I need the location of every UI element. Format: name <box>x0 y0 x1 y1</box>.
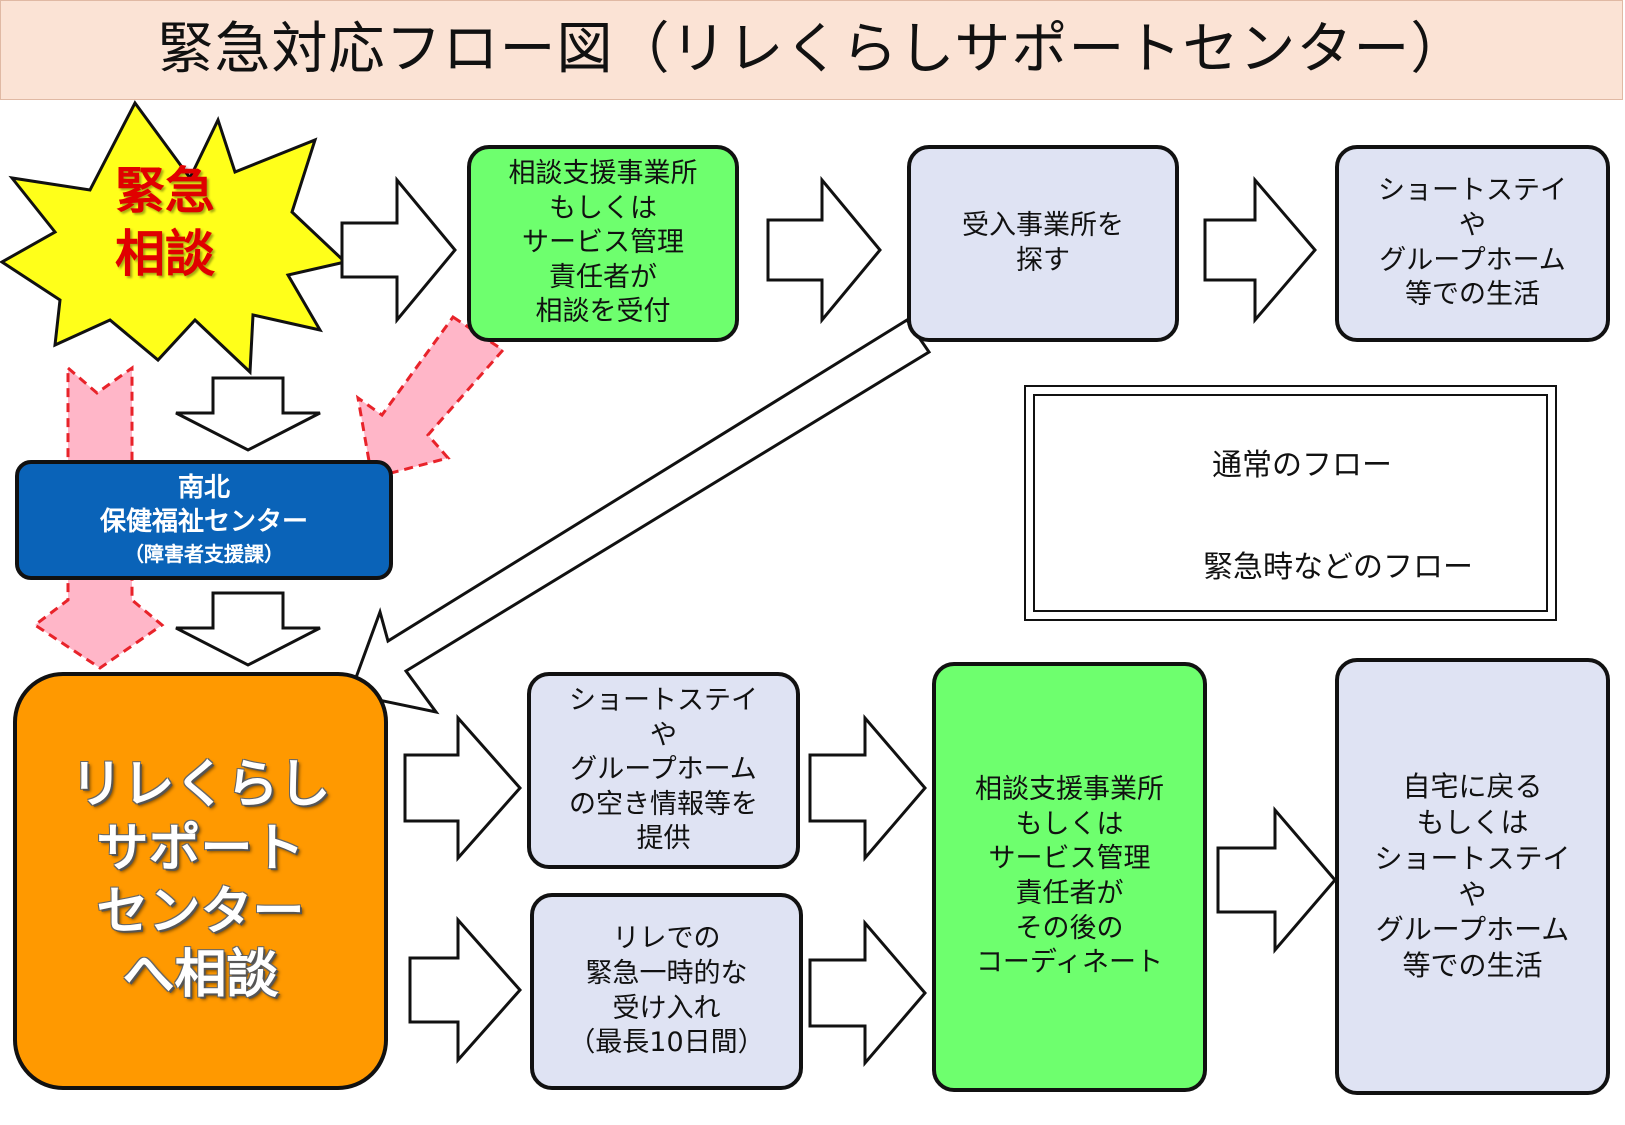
normal-arrow-icon <box>408 916 523 1064</box>
normal-arrow-icon <box>766 175 882 325</box>
return-home-box: 自宅に戻る もしくは ショートステイ や グループホーム 等での生活 <box>1335 658 1610 1095</box>
consult-coordinate-box: 相談支援事業所 もしくは サービス管理 責任者が その後の コーディネート <box>932 662 1207 1092</box>
normal-arrow-icon <box>403 714 523 862</box>
emergency-burst-icon <box>0 100 349 376</box>
consult-intake-box: 相談支援事業所 もしくは サービス管理 責任者が 相談を受付 <box>467 145 739 342</box>
legend-emergency-label: 緊急時などのフロー <box>1203 550 1473 585</box>
find-provider-box: 受入事業所を 探す <box>907 145 1179 342</box>
normal-arrow-icon <box>808 918 927 1068</box>
diagonal-normal-arrow-icon <box>347 317 932 715</box>
relay-center-box: リレくらし サポート センター へ相談 <box>13 672 388 1090</box>
normal-arrow-icon <box>340 175 457 325</box>
legend <box>1024 385 1557 621</box>
title-bar <box>0 0 1623 100</box>
normal-arrow-icon <box>175 376 321 452</box>
burst-label: 緊急 相談 <box>115 162 215 283</box>
emergency-accept-box: リレでの 緊急一時的な 受け入れ （最長10日間） <box>530 893 803 1090</box>
normal-arrow-icon <box>808 713 927 863</box>
emergency-arrow-icon <box>355 314 506 480</box>
relay-center-label: リレくらし サポート センター へ相談 <box>70 755 331 1006</box>
nanboku-name: 南北 保健福祉センター <box>99 473 308 537</box>
page-title: 緊急対応フロー図（リレくらしサポートセンター） <box>157 17 1468 82</box>
normal-arrow-icon <box>175 591 321 667</box>
vacancy-info-box: ショートステイ や グループホーム の空き情報等を 提供 <box>527 672 800 869</box>
life-shortstay-box: ショートステイ や グループホーム 等での生活 <box>1335 145 1610 342</box>
normal-arrow-icon <box>1216 805 1337 955</box>
normal-arrow-icon <box>1203 175 1317 325</box>
nanboku-welfare-center-box: 南北 保健福祉センター （障害者支援課） <box>15 460 393 580</box>
legend-inner-frame <box>1033 394 1548 612</box>
legend-normal-label: 通常のフロー <box>1212 448 1392 483</box>
nanboku-dept: （障害者支援課） <box>124 541 284 566</box>
